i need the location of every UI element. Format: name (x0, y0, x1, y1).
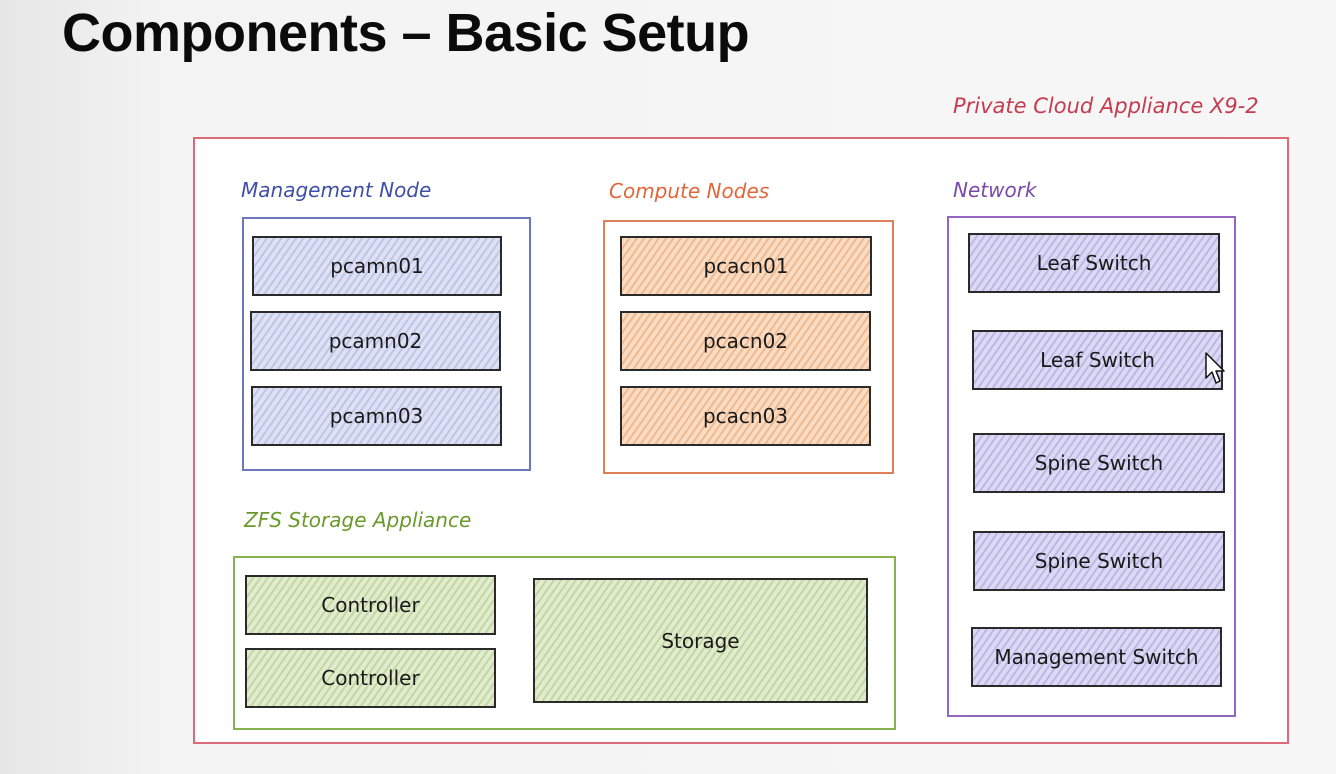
zfs-storage-label: ZFS Storage Appliance (244, 508, 472, 532)
compute-node-pcacn03: pcacn03 (620, 386, 871, 446)
network-label: Network (953, 178, 1037, 202)
network-spine-switch-2: Spine Switch (973, 531, 1225, 591)
compute-node-pcacn01: pcacn01 (620, 236, 872, 296)
compute-nodes-label: Compute Nodes (609, 179, 770, 203)
management-node-pcamn01: pcamn01 (252, 236, 502, 296)
zfs-controller-2: Controller (245, 648, 496, 708)
network-leaf-switch-1: Leaf Switch (968, 233, 1220, 293)
network-spine-switch-1: Spine Switch (973, 433, 1225, 493)
management-node-pcamn03: pcamn03 (251, 386, 502, 446)
slide-title: Components – Basic Setup (62, 3, 750, 63)
appliance-label: Private Cloud Appliance X9-2 (953, 94, 1259, 118)
zfs-storage-block: Storage (533, 578, 868, 703)
network-leaf-switch-2: Leaf Switch (972, 330, 1223, 390)
compute-node-pcacn02: pcacn02 (620, 311, 871, 371)
management-node-pcamn02: pcamn02 (250, 311, 501, 371)
network-management-switch: Management Switch (971, 627, 1222, 687)
mouse-cursor-icon (1205, 352, 1225, 384)
management-node-label: Management Node (241, 178, 432, 202)
zfs-controller-1: Controller (245, 575, 496, 635)
